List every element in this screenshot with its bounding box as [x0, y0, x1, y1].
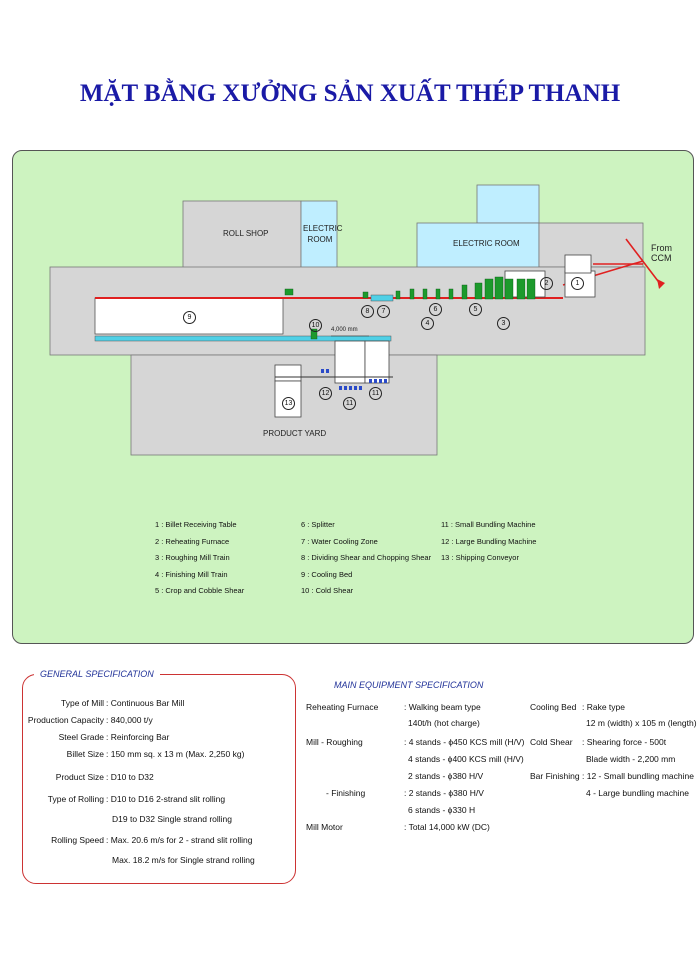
general-spec-heading: GENERAL SPECIFICATION: [34, 669, 160, 679]
legend-item: 13 : Shipping Conveyor: [441, 553, 519, 562]
spec-value: 6 stands - ϕ330 H: [408, 805, 476, 815]
marker-12: 12: [319, 387, 332, 400]
legend-column-2: 6 : Splitter 7 : Water Cooling Zone 8 : …: [301, 517, 431, 600]
spec-value: : Walking beam type: [404, 702, 481, 712]
spec-key: Cooling Bed: [530, 702, 577, 712]
legend-item: 6 : Splitter: [301, 520, 335, 529]
spec-key: Billet Size: [66, 749, 104, 759]
spec-value: : Total 14,000 kW (DC): [404, 822, 490, 832]
spec-value: : 4 stands - ϕ450 KCS mill (H/V): [404, 737, 525, 747]
spec-key: Type of Mill: [61, 698, 104, 708]
spec-value: : Continuous Bar Mill: [106, 698, 185, 708]
spec-value: 4 stands - ϕ400 KCS mill (H/V): [408, 754, 524, 764]
marker-6: 6: [429, 303, 442, 316]
legend-item: 3 : Roughing Mill Train: [155, 553, 230, 562]
legend-item: 11 : Small Bundling Machine: [441, 520, 536, 529]
page-title: MẶT BẰNG XƯỞNG SẢN XUẤT THÉP THANH: [79, 80, 621, 107]
marker-4: 4: [421, 317, 434, 330]
spec-key: Rolling Speed: [51, 835, 104, 845]
marker-8: 8: [361, 305, 374, 318]
spec-key: Cold Shear: [530, 737, 573, 747]
electric-room-label-1: ELECTRIC ROOM: [303, 224, 343, 244]
marker-3: 3: [497, 317, 510, 330]
legend-item: 9 : Cooling Bed: [301, 569, 353, 579]
spec-value: : 2 stands - ϕ380 H/V: [404, 788, 484, 798]
spec-value: 140t/h (hot charge): [408, 718, 480, 728]
marker-11a: 11: [343, 397, 356, 410]
spec-value: : 12 - Small bundling machine: [582, 771, 694, 781]
spec-key: Steel Grade: [58, 732, 104, 742]
legend-column-3: 11 : Small Bundling Machine 12 : Large B…: [441, 517, 536, 567]
spec-value: : Shearing force - 500t: [582, 737, 667, 747]
legend-item: 10 : Cold Shear: [301, 586, 354, 595]
legend-item: 7 : Water Cooling Zone: [301, 536, 378, 546]
marker-1: 1: [571, 277, 584, 290]
main-spec-table: Reheating Furnace : Walking beam type 14…: [306, 702, 697, 842]
spec-key: Reheating Furnace: [306, 702, 379, 712]
spec-value: 12 m (width) x 105 m (length): [586, 718, 697, 728]
marker-7: 7: [377, 305, 390, 318]
spec-key: - Finishing: [326, 788, 366, 798]
spec-value: Blade width - 2,200 mm: [586, 754, 676, 764]
dimension-label: 4,000 mm: [331, 327, 358, 333]
legend-item: 12 : Large Bundling Machine: [441, 536, 537, 546]
electric-room-label-2: ELECTRIC ROOM: [453, 239, 520, 248]
product-yard-label: PRODUCT YARD: [263, 429, 327, 438]
spec-value: 4 - Large bundling machine: [586, 788, 690, 798]
from-ccm-label: From CCM: [651, 243, 672, 263]
legend-item: 5 : Crop and Cobble Shear: [155, 586, 245, 595]
roll-shop-label: ROLL SHOP: [223, 229, 269, 238]
marker-10: 10: [309, 319, 322, 332]
spec-value: : D10 to D16 2-strand slit rolling: [106, 794, 226, 804]
main-spec-heading: MAIN EQUIPMENT SPECIFICATION: [334, 680, 484, 690]
marker-2: 2: [540, 277, 553, 290]
spec-value: 2 stands - ϕ380 H/V: [408, 771, 484, 781]
spec-key: Product Size: [55, 772, 104, 782]
marker-5: 5: [469, 303, 482, 316]
spec-value: Max. 18.2 m/s for Single strand rolling: [112, 855, 255, 865]
spec-value: : 840,000 t/y: [106, 715, 153, 725]
legend-column-1: 1 : Billet Receiving Table 2 : Reheating…: [155, 517, 244, 600]
spec-value: : Reinforcing Bar: [106, 732, 170, 742]
legend-item: 1 : Billet Receiving Table: [155, 520, 237, 529]
marker-13: 13: [282, 397, 295, 410]
marker-11b: 11: [369, 387, 382, 400]
legend-item: 8 : Dividing Shear and Chopping Shear: [301, 553, 432, 562]
spec-value: : Max. 20.6 m/s for 2 - strand slit roll…: [106, 835, 253, 845]
spec-value: D19 to D32 Single strand rolling: [112, 814, 233, 824]
spec-key: Bar Finishing: [530, 771, 580, 781]
spec-key: Type of Rolling: [47, 794, 104, 804]
spec-value: : 150 mm sq. x 13 m (Max. 2,250 kg): [106, 749, 245, 759]
legend-item: 4 : Finishing Mill Train: [155, 569, 228, 579]
spec-key: Mill - Roughing: [306, 737, 363, 747]
spec-value: : D10 to D32: [106, 772, 154, 782]
spec-key: Production Capacity: [27, 715, 104, 725]
marker-9: 9: [183, 311, 196, 324]
plant-layout-plan: ROLL SHOP ELECTRIC ROOM ELECTRIC ROOM Fr…: [12, 150, 694, 644]
legend-item: 2 : Reheating Furnace: [155, 536, 230, 546]
spec-value: : Rake type: [582, 702, 625, 712]
layout-drawing: [49, 184, 665, 456]
spec-key: Mill Motor: [306, 822, 343, 832]
